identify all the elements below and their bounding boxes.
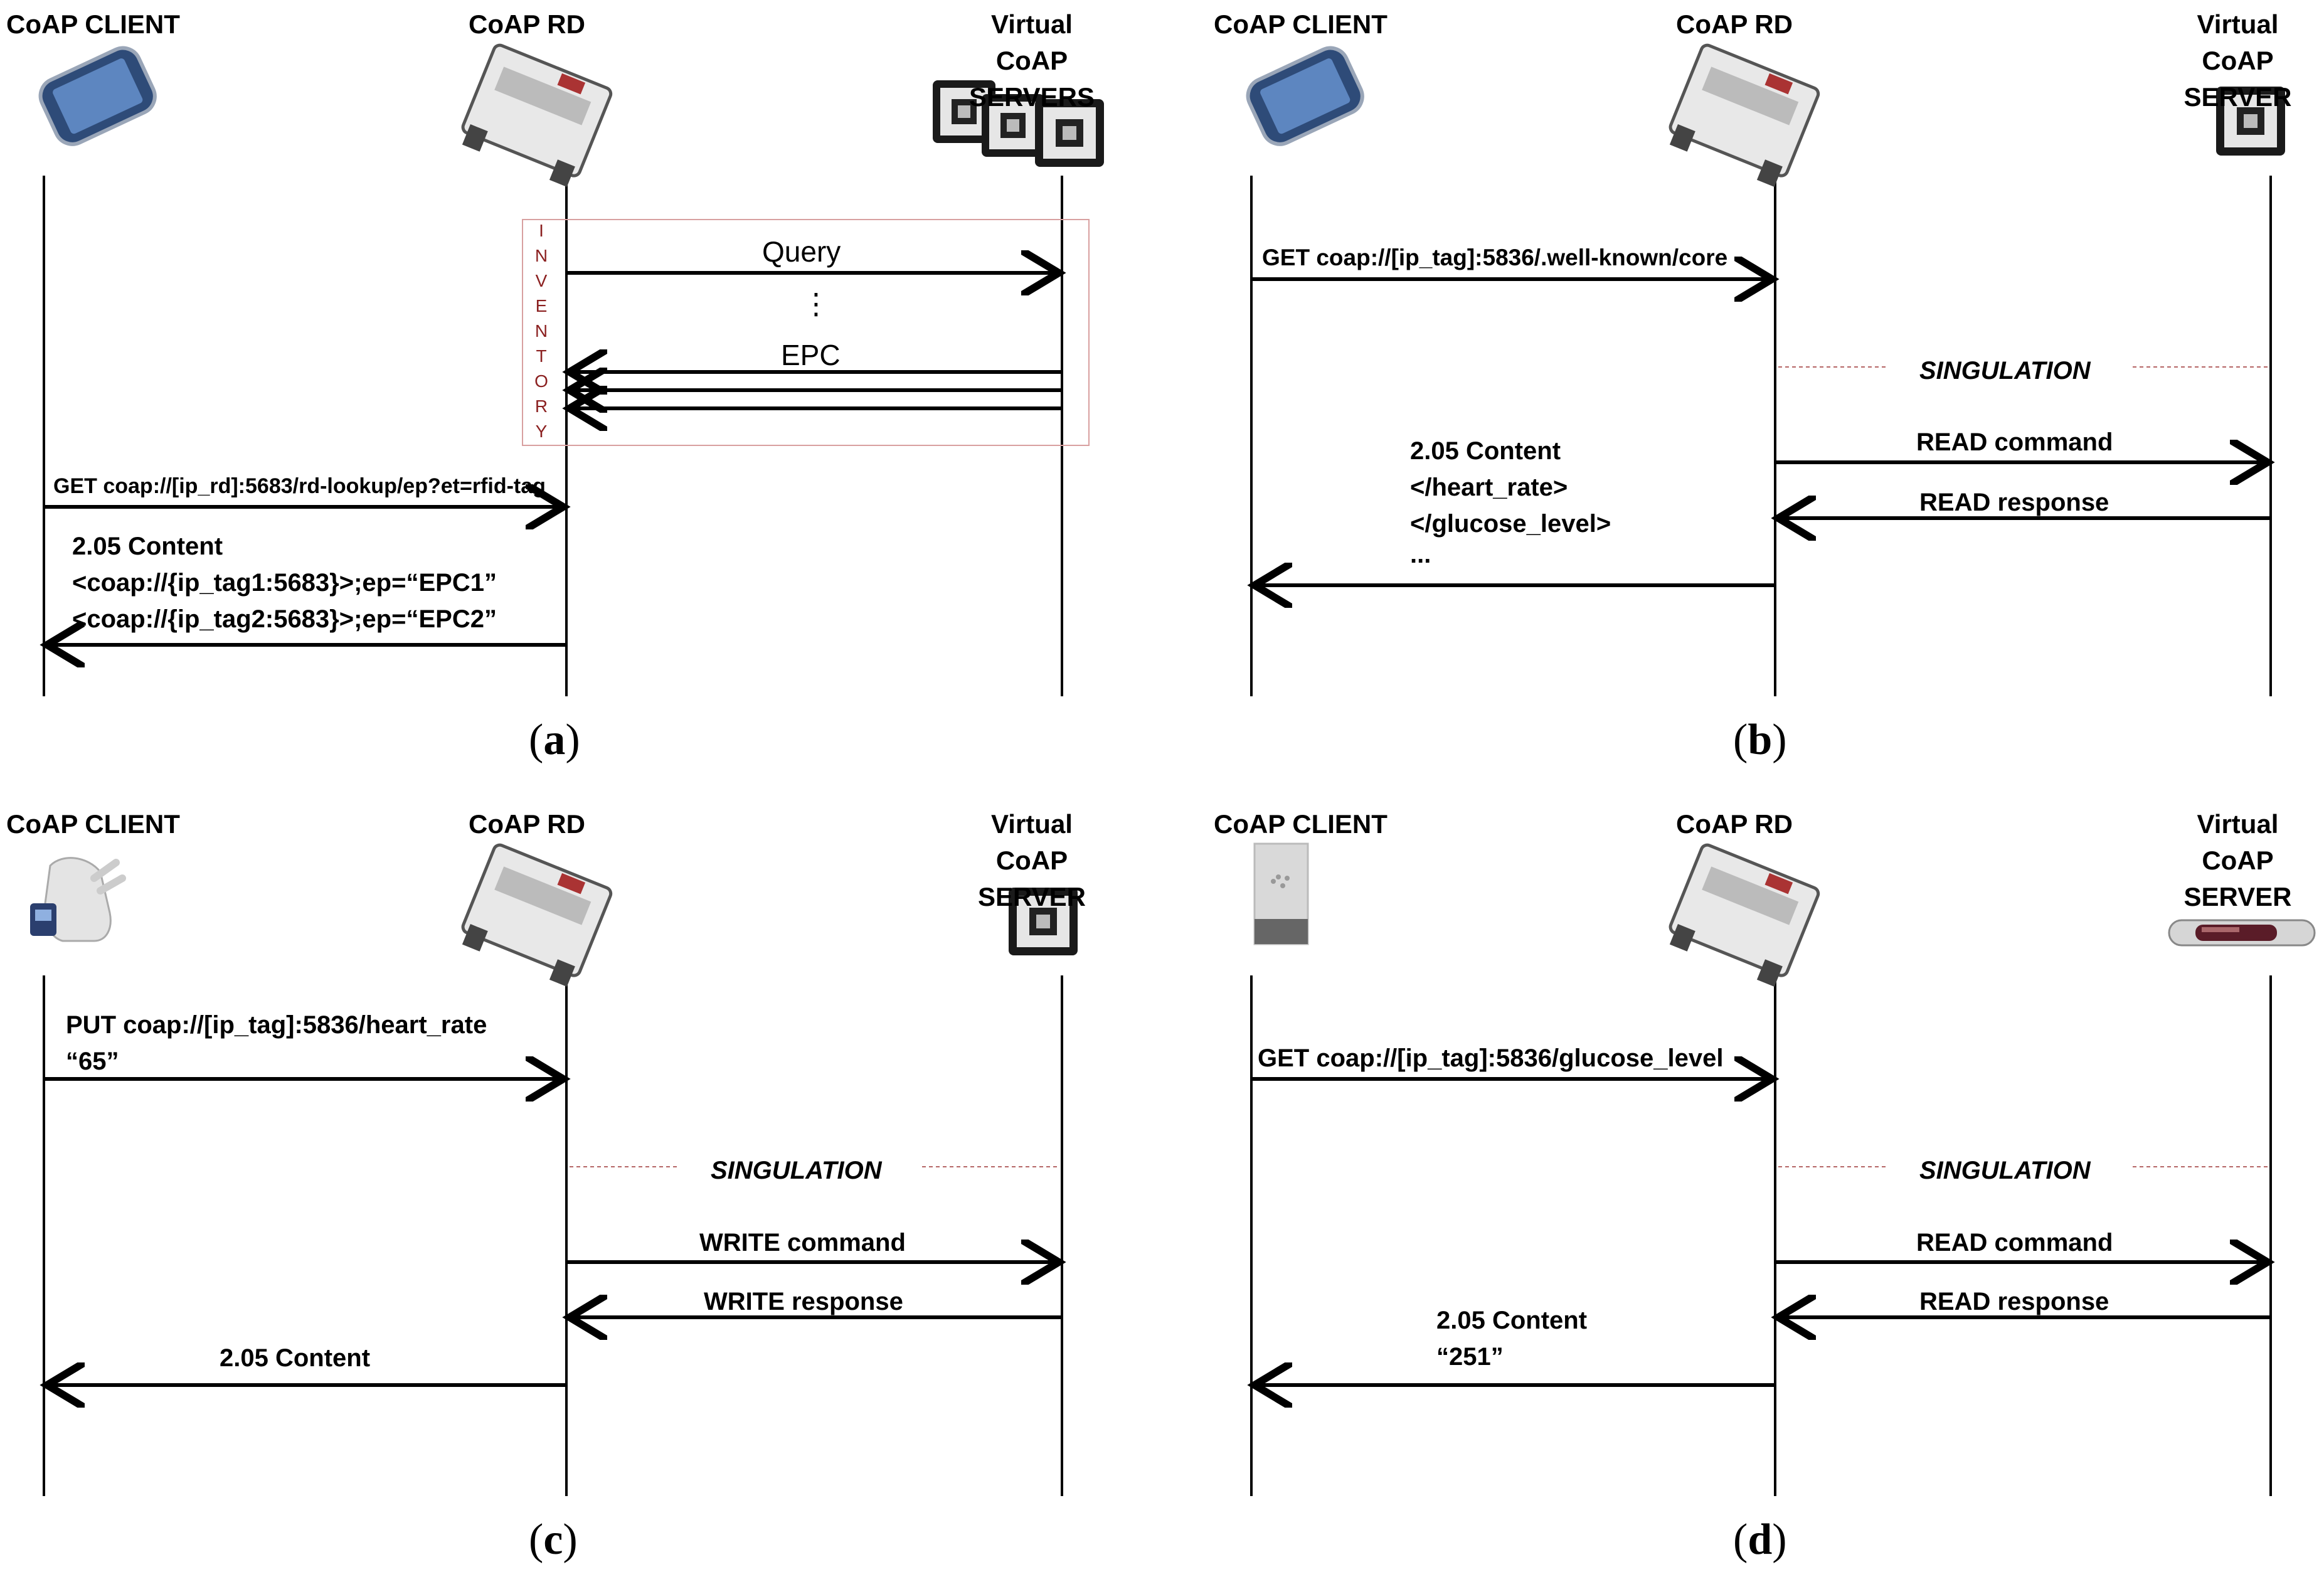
header-client: CoAP CLIENT <box>1214 9 1388 39</box>
panel-d-arrows <box>1251 1079 2271 1385</box>
label-get: GET coap://[ip_tag]:5836/glucose_level <box>1258 1044 1724 1072</box>
header-server: Virtual CoAP SERVER <box>2183 809 2292 911</box>
capsule-tag-icon <box>2168 919 2316 947</box>
label-singulation: SINGULATION <box>1919 1157 2091 1184</box>
header-server: Virtual CoAP SERVER <box>978 809 1086 911</box>
panel-c-arrows <box>44 1079 1062 1385</box>
response-block: 2.05 Content “251” <box>1436 1307 1588 1371</box>
label-read-cmd: READ command <box>1916 1229 2113 1256</box>
inventory-label: I N V E N T O R Y <box>534 221 548 441</box>
label-read-cmd: READ command <box>1916 428 2113 456</box>
rfid-tag-icon <box>933 80 995 143</box>
put-block: PUT coap://[ip_tag]:5836/heart_rate “65” <box>66 1011 487 1075</box>
glucose-meter-icon <box>1253 842 1309 945</box>
label-query: Query <box>762 235 841 268</box>
rfid-tag-icon <box>2216 87 2285 156</box>
rfid-reader-icon <box>461 843 613 987</box>
header-servers: Virtual CoAP SERVERS <box>969 9 1095 112</box>
header-rd: CoAP RD <box>1676 9 1793 39</box>
rfid-reader-icon <box>1669 43 1820 187</box>
label-get-rd: GET coap://[ip_rd]:5683/rd-lookup/ep?et=… <box>53 474 546 498</box>
response-block: 2.05 Content <coap://{ip_tag1:5683}>;ep=… <box>72 533 497 633</box>
response-block: 2.05 Content </heart_rate> </glucose_lev… <box>1410 437 1611 568</box>
caption-d: (d) <box>1733 1516 1787 1564</box>
hand-device-icon <box>30 857 126 942</box>
label-read-resp: READ response <box>1919 1288 2109 1315</box>
header-server: Virtual CoAP SERVER <box>2183 9 2292 112</box>
caption-a: (a) <box>529 716 580 764</box>
label-singulation: SINGULATION <box>711 1157 882 1184</box>
header-client: CoAP CLIENT <box>6 9 180 39</box>
rfid-reader-icon <box>461 43 613 187</box>
label-singulation: SINGULATION <box>1919 357 2091 385</box>
header-rd: CoAP RD <box>469 9 585 39</box>
panel-a-arrows <box>44 273 1062 645</box>
panel-b-arrows <box>1251 279 2271 585</box>
rfid-tag-icon <box>982 94 1044 157</box>
label-epc: EPC <box>781 339 841 371</box>
header-rd: CoAP RD <box>1676 809 1793 839</box>
label-content: 2.05 Content <box>220 1344 371 1372</box>
label-read-resp: READ response <box>1919 489 2109 516</box>
smartphone-icon <box>38 46 157 146</box>
label-get: GET coap://[ip_tag]:5836/.well-known/cor… <box>1262 245 1728 270</box>
label-ellipsis: ⋮ <box>802 287 830 320</box>
header-client: CoAP CLIENT <box>6 809 180 839</box>
rfid-reader-icon <box>1669 843 1820 987</box>
smartphone-icon <box>1246 46 1364 146</box>
caption-b: (b) <box>1733 716 1787 764</box>
rfid-tag-icon <box>1035 99 1104 167</box>
header-client: CoAP CLIENT <box>1214 809 1388 839</box>
caption-c: (c) <box>529 1516 578 1564</box>
label-write-cmd: WRITE command <box>699 1229 906 1256</box>
label-write-resp: WRITE response <box>704 1288 903 1315</box>
inventory-box <box>522 219 1090 446</box>
header-rd: CoAP RD <box>469 809 585 839</box>
rfid-tag-icon <box>1009 888 1078 955</box>
